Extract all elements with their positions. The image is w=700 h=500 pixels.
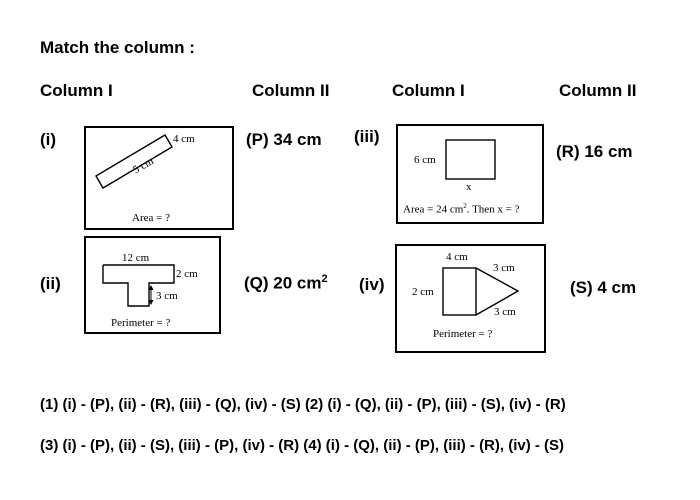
figure-ii: 12 cm 2 cm 3 cm Perimeter = ?	[84, 236, 221, 334]
figure-ii-stem-label: 3 cm	[156, 290, 178, 302]
rectangle-part	[442, 267, 477, 316]
option-q-text: (Q) 20 cm	[244, 273, 322, 293]
t-shape	[102, 264, 175, 307]
figure-iii-drawing	[445, 139, 496, 180]
stem-arrow-up	[148, 285, 154, 290]
column-2-right-header: Column II	[559, 81, 637, 100]
figure-ii-top-label: 12 cm	[122, 252, 150, 264]
figure-i-caption: Area = ?	[132, 212, 170, 224]
option-p: (P) 34 cm	[246, 130, 322, 149]
figure-i-drawing	[95, 134, 173, 189]
figure-iv-caption: Perimeter = ?	[433, 328, 493, 340]
figure-iii-height-label: 6 cm	[414, 154, 436, 166]
figure-ii-caption: Perimeter = ?	[111, 317, 171, 329]
figure-iii: 6 cm x Area = 24 cm2. Then x = ?	[396, 124, 544, 224]
figure-ii-right-label: 2 cm	[176, 268, 198, 280]
stem-arrow-down	[148, 300, 154, 305]
column-2-left-header: Column II	[252, 81, 330, 100]
triangle-part	[475, 267, 520, 316]
item-iii-label: (iii)	[354, 127, 380, 146]
figure-iv-triangle-lower-label: 3 cm	[494, 306, 516, 318]
answer-line-2: (3) (i) - (P), (ii) - (S), (iii) - (P), …	[40, 437, 565, 454]
page-title: Match the column :	[40, 38, 195, 57]
tilted-rectangle-shape	[95, 134, 173, 189]
option-r: (R) 16 cm	[556, 142, 633, 161]
figure-iii-width-label: x	[466, 181, 472, 193]
figure-iv: 4 cm 2 cm 3 cm 3 cm Perimeter = ?	[395, 244, 546, 353]
figure-i: 4 cm 5 cm Area = ?	[84, 126, 234, 230]
rectangle-shape	[445, 139, 496, 180]
answer-line-1: (1) (i) - (P), (ii) - (R), (iii) - (Q), …	[40, 396, 566, 413]
figure-ii-drawing	[102, 264, 175, 307]
column-1-left-header: Column I	[40, 81, 113, 100]
option-q-superscript: 2	[321, 273, 328, 285]
figure-i-side-label: 4 cm	[173, 133, 195, 145]
figure-iv-drawing	[442, 267, 520, 316]
item-i-label: (i)	[40, 130, 57, 149]
item-iv-label: (iv)	[359, 275, 385, 294]
figure-iv-top-label: 4 cm	[446, 251, 468, 263]
option-q: (Q) 20 cm2	[244, 273, 328, 294]
figure-iii-caption-sup: 2	[463, 202, 467, 210]
option-s: (S) 4 cm	[570, 278, 637, 297]
figure-iii-caption-a: Area = 24 cm	[403, 203, 464, 216]
figure-iii-caption-b: . Then x = ?	[466, 203, 520, 216]
figure-iv-left-label: 2 cm	[412, 286, 434, 298]
figure-iv-triangle-upper-label: 3 cm	[493, 262, 515, 274]
figure-iii-caption: Area = 24 cm2. Then x = ?	[403, 202, 520, 216]
item-ii-label: (ii)	[40, 274, 61, 293]
column-1-right-header: Column I	[392, 81, 465, 100]
